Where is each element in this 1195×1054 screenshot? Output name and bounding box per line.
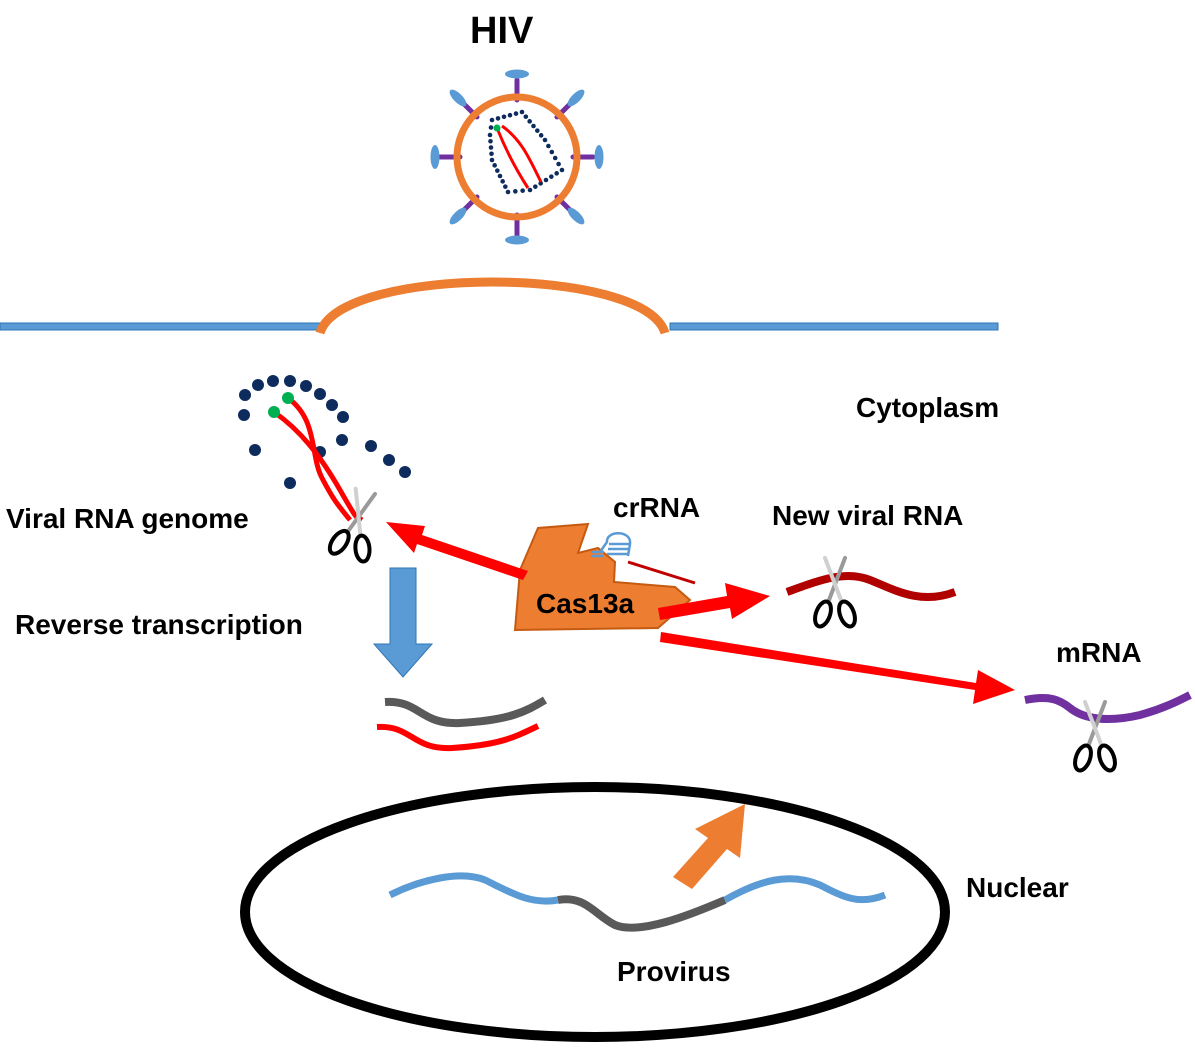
capsid-dot	[507, 112, 513, 118]
capsid-dot	[249, 444, 261, 456]
capsid-dot	[314, 388, 326, 400]
provirus-label: Provirus	[617, 956, 731, 987]
cytoplasm-capsid-dots	[238, 375, 411, 489]
capsid-dot	[488, 138, 493, 144]
cas13a-complex	[513, 522, 696, 632]
capsid-dot	[523, 114, 529, 119]
capsid-dot	[543, 177, 549, 183]
capsid-dot	[513, 111, 519, 116]
export-arrow	[673, 804, 745, 889]
hiv-title: HIV	[470, 10, 534, 52]
capsid-dot	[549, 174, 554, 179]
reverse-transcription-arrow	[372, 567, 434, 678]
mrna-strand	[1024, 691, 1192, 775]
capsid-dot	[300, 380, 312, 392]
capsid-dot	[495, 116, 501, 121]
capsid-dot	[527, 187, 533, 193]
cleavage-arrows	[386, 522, 1015, 704]
cas13a-label: Cas13a	[536, 588, 635, 619]
capsid-dot	[554, 171, 559, 176]
capsid-dot	[492, 163, 497, 168]
capsid-dot	[500, 179, 505, 184]
virion-capsid	[487, 109, 565, 195]
rt-product-strands	[376, 696, 548, 752]
cell-membrane	[0, 277, 999, 335]
capsid-dot	[559, 167, 565, 173]
scissors-icon	[809, 556, 861, 631]
new-viral-rna	[785, 556, 957, 631]
capsid-dot	[267, 375, 279, 387]
viral-rna-genome-label: Viral RNA genome	[6, 503, 249, 534]
capsid-dot	[252, 379, 264, 391]
capsid-dot	[497, 173, 503, 179]
capsid-dot	[489, 151, 494, 157]
mrna-label: mRNA	[1056, 637, 1142, 668]
hiv-virion	[430, 69, 604, 245]
capsid-dot	[505, 189, 511, 195]
capsid-dot	[533, 184, 538, 189]
capsid-dot	[488, 145, 494, 150]
new-viral-rna-label: New viral RNA	[772, 500, 964, 531]
capsid-dot	[501, 114, 507, 120]
capsid-dot	[531, 123, 536, 129]
crrna-label: crRNA	[613, 492, 701, 523]
viral-rna-genome-group	[238, 375, 411, 568]
capsid-dot	[556, 161, 561, 167]
capsid-dot	[336, 434, 348, 446]
capsid-dot	[284, 375, 296, 387]
capsid-dot	[337, 411, 349, 423]
capsid-dot	[238, 409, 250, 421]
capsid-dot	[326, 399, 338, 411]
crrna-hairpin	[591, 532, 632, 558]
crrna-guide	[627, 560, 696, 585]
capsid-dot	[488, 125, 494, 130]
nucleus-envelope	[240, 782, 950, 1042]
capsid-dot	[503, 184, 508, 189]
capsid-dot	[365, 440, 377, 452]
capsid-dot	[538, 133, 544, 138]
capsid-dot	[399, 466, 411, 478]
capsid-dot	[542, 137, 548, 143]
capsid-dot	[519, 109, 525, 115]
cytoplasm-label: Cytoplasm	[856, 392, 1000, 423]
virion-envelope	[453, 93, 581, 221]
capsid-dot	[535, 128, 540, 133]
capsid-dot	[552, 155, 558, 161]
capsid-dot	[527, 119, 532, 124]
capsid-dot	[284, 477, 296, 489]
capsid-dot	[495, 168, 500, 173]
reverse-transcription-label: Reverse transcription	[15, 609, 303, 640]
capsid-dot	[513, 189, 518, 194]
capsid-dot	[546, 143, 551, 149]
capsid-dot	[520, 188, 525, 193]
capsid-dot	[489, 157, 495, 163]
provirus-dna	[388, 872, 887, 932]
capsid-dot	[549, 149, 555, 155]
capsid-dot	[487, 132, 493, 138]
virion-spike-caps	[430, 69, 604, 245]
capsid-dot	[383, 454, 395, 466]
capsid-dot	[489, 117, 495, 123]
capsid-dot	[239, 389, 251, 401]
nuclear-label: Nuclear	[966, 872, 1069, 903]
